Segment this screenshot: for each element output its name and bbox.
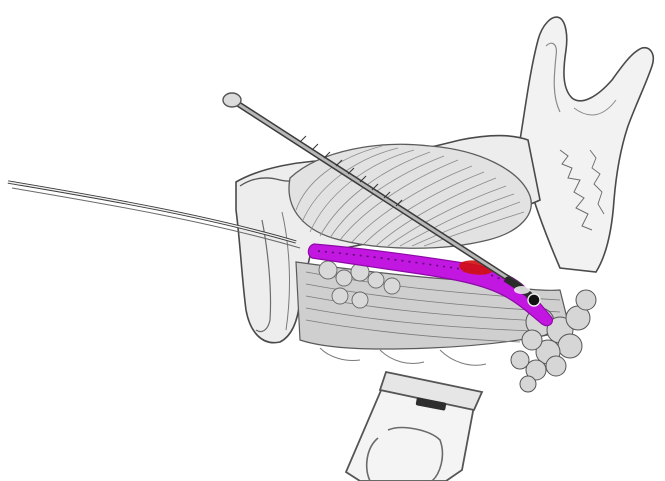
probe-working-tip: [528, 294, 540, 306]
probe-tip-highlight: [514, 286, 530, 294]
probe-tip-top: [223, 93, 241, 107]
